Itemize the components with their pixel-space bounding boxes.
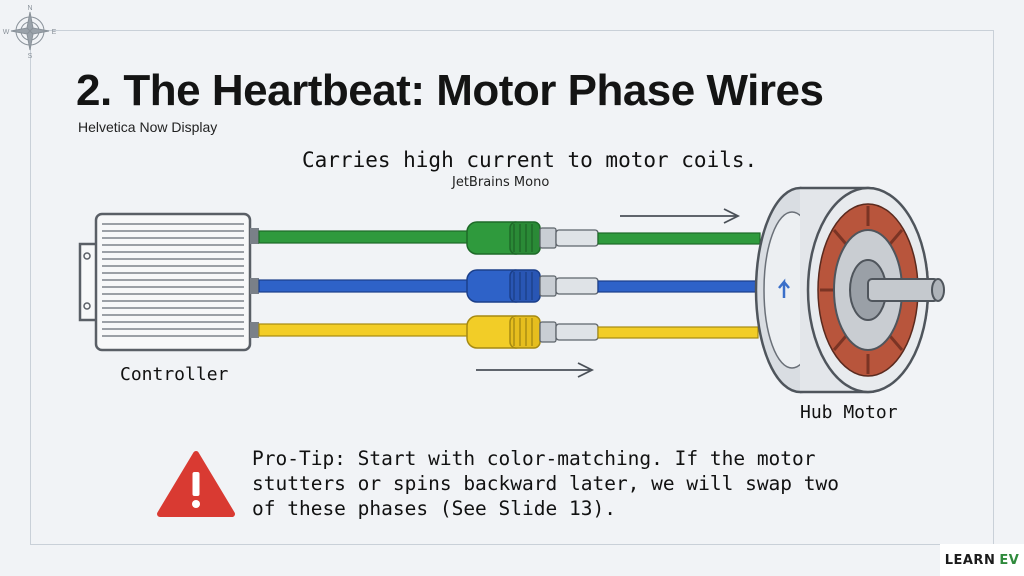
blue-phase-wire bbox=[258, 269, 757, 303]
compass-rose-icon bbox=[10, 11, 50, 51]
yellow-phase-wire bbox=[258, 315, 759, 349]
compass-north-label: N bbox=[27, 5, 32, 12]
green-phase-wire bbox=[258, 221, 761, 255]
compass-west-label: W bbox=[3, 29, 10, 36]
pro-tip-text: Pro-Tip: Start with color-matching. If t… bbox=[252, 447, 839, 520]
controller-box bbox=[78, 212, 259, 352]
controller-label: Controller bbox=[120, 364, 229, 385]
warning-triangle-icon bbox=[157, 451, 235, 517]
hub-motor-label: Hub Motor bbox=[800, 402, 898, 423]
compass-east-label: E bbox=[52, 29, 57, 36]
title-font-note: Helvetica Now Display bbox=[78, 119, 218, 135]
frame-right-line bbox=[993, 30, 994, 545]
compass-south-label: S bbox=[28, 53, 33, 60]
slide-subtitle: Carries high current to motor coils. bbox=[302, 148, 758, 172]
frame-top-line bbox=[30, 30, 994, 31]
current-flow-arrow-bottom bbox=[476, 362, 595, 378]
subtitle-font-note: JetBrains Mono bbox=[452, 175, 550, 190]
frame-left-line bbox=[30, 30, 31, 545]
logo-learn-text: LEARN bbox=[944, 552, 996, 568]
slide-title: 2. The Heartbeat: Motor Phase Wires bbox=[76, 66, 824, 115]
current-flow-arrow-top bbox=[620, 208, 741, 224]
frame-bottom-line bbox=[30, 544, 994, 545]
logo-ev-text: EV bbox=[999, 552, 1020, 568]
hub-motor bbox=[754, 186, 945, 394]
